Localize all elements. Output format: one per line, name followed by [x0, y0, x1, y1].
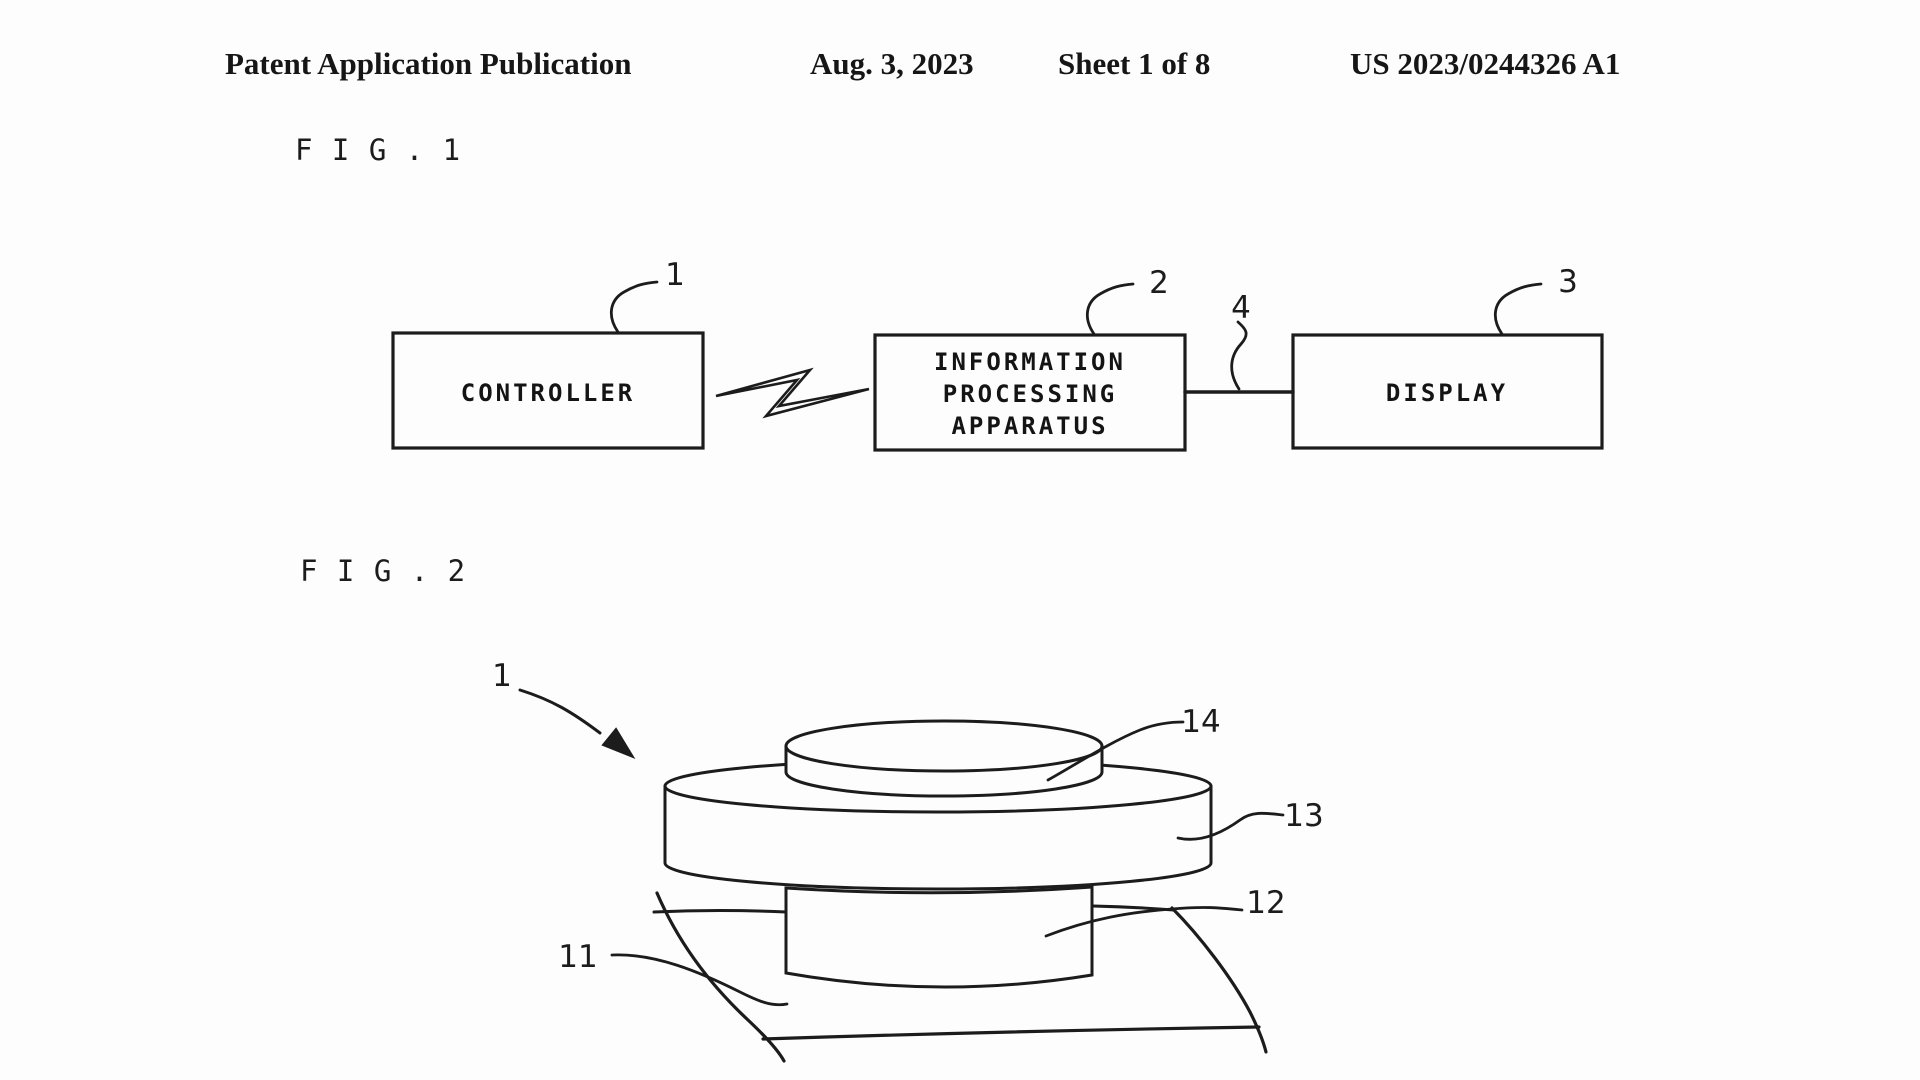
fig1-ref-2: 2 [1149, 265, 1169, 301]
sheet-top-left-edge [652, 909, 788, 914]
base-sheet-outline [652, 891, 1268, 1063]
header-publication-title: Patent Application Publication [225, 46, 631, 81]
controller-box-label: CONTROLLER [461, 379, 636, 407]
fig2-ref-11: 11 [558, 939, 597, 975]
figure-2: F I G . 2 1 11 12 13 14 [300, 554, 1324, 1063]
fig2-ref-12: 12 [1246, 885, 1285, 921]
apparatus-box-label-line2: PROCESSING [943, 380, 1118, 408]
display-box [1291, 333, 1604, 450]
header-date: Aug. 3, 2023 [810, 46, 974, 81]
information-processing-apparatus-box [873, 333, 1187, 452]
sheet-right-edge [1170, 906, 1268, 1054]
controller-box [391, 331, 705, 450]
apparatus-box-label-line3: APPARATUS [951, 412, 1108, 440]
fig2-ref-13: 13 [1284, 798, 1323, 834]
page-header: Patent Application Publication Aug. 3, 2… [225, 46, 1620, 81]
disc-top-rim-front-arc [663, 784, 1213, 814]
leader-ref-1 [609, 280, 659, 334]
fig1-ref-1: 1 [665, 257, 685, 293]
device-pointer-arrowhead-icon [601, 727, 636, 760]
device-pointer-shaft [518, 688, 602, 735]
leader-ref-13 [1176, 811, 1285, 841]
sheet-bottom-edge [761, 1025, 1261, 1041]
header-sheet-number: Sheet 1 of 8 [1058, 46, 1210, 81]
leader-ref-4 [1230, 320, 1248, 391]
wireless-lightning-bolt-icon [715, 367, 870, 419]
leader-ref-11 [610, 953, 789, 1007]
fig1-ref-4: 4 [1231, 290, 1251, 326]
leader-ref-2 [1085, 282, 1135, 336]
top-knob-cylinder [784, 719, 1104, 798]
sheet-left-edge [655, 891, 786, 1063]
header-patent-number: US 2023/0244326 A1 [1350, 46, 1620, 81]
leader-ref-14 [1046, 720, 1185, 782]
fig1-ref-3: 3 [1558, 264, 1578, 300]
figure-2-label: F I G . 2 [300, 554, 466, 588]
fig2-ref-14: 14 [1181, 704, 1220, 740]
apparatus-box-label-line1: INFORMATION [934, 348, 1126, 376]
fig2-ref-1: 1 [492, 658, 512, 694]
figure-1-label: F I G . 1 [295, 133, 461, 167]
leader-ref-12 [1044, 906, 1244, 938]
base-cylinder [784, 885, 1094, 989]
figure-1: F I G . 1 CONTROLLER INFORMATION PROCESS… [295, 133, 1604, 452]
display-box-label: DISPLAY [1386, 379, 1508, 407]
leader-ref-3 [1493, 282, 1543, 336]
